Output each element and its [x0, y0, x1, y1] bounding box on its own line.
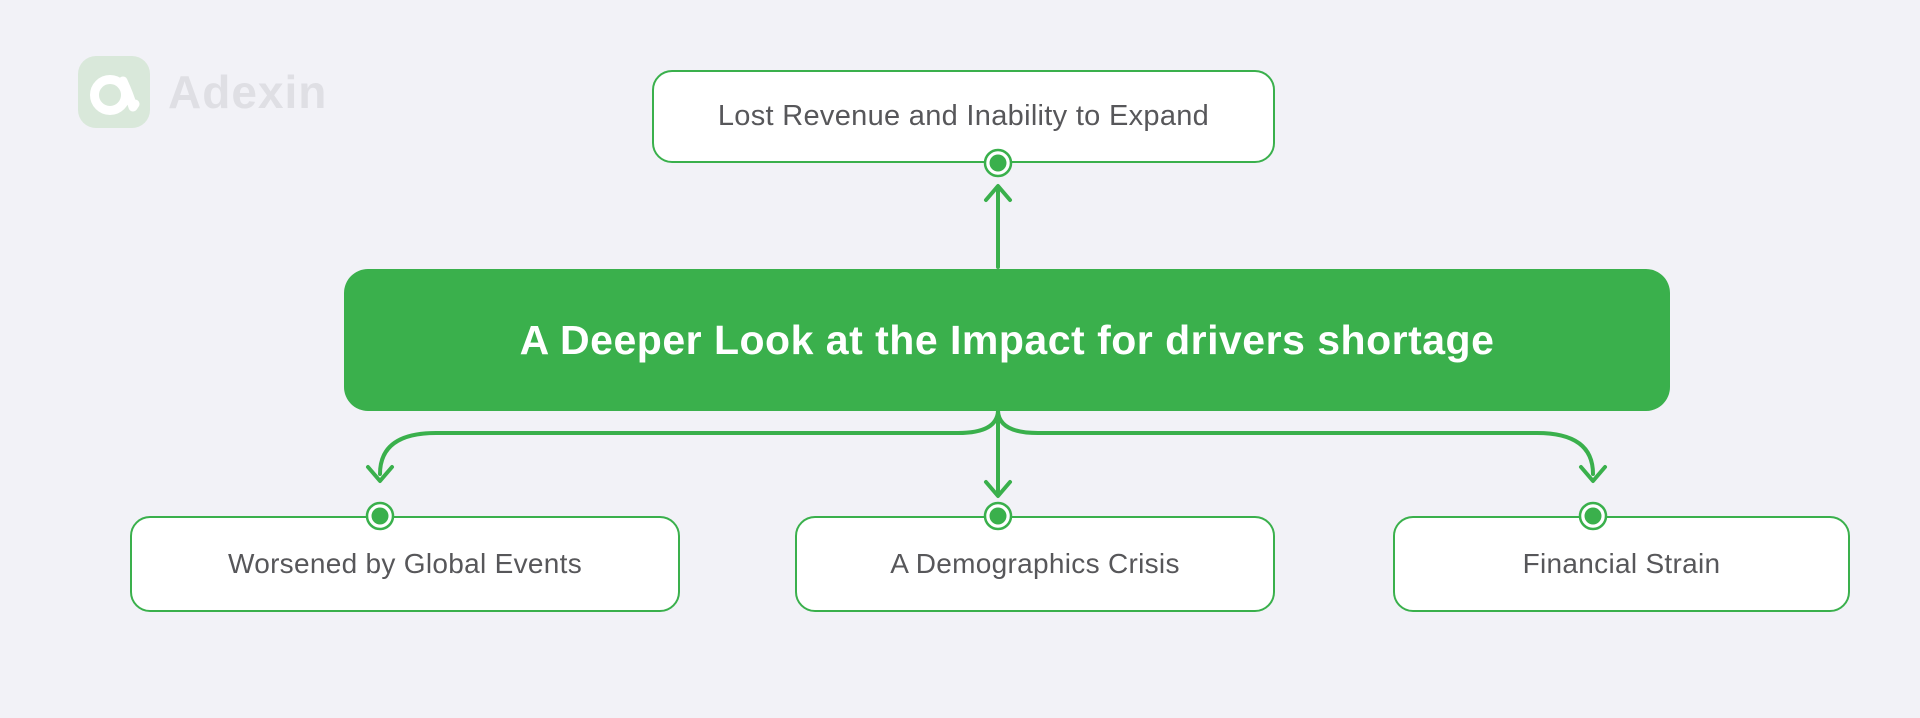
adexin-a-glyph	[90, 75, 140, 115]
node-demographics-crisis: A Demographics Crisis	[795, 516, 1275, 612]
node-label: Lost Revenue and Inability to Expand	[717, 100, 1210, 132]
brand-name: Adexin	[168, 66, 328, 118]
brand-logo: Adexin	[78, 56, 327, 128]
adexin-a-icon	[78, 56, 150, 128]
connector-middle-arrow	[984, 412, 1012, 498]
node-worsened-by-global-events: Worsened by Global Events	[130, 516, 680, 612]
node-label: Financial Strain	[1522, 548, 1721, 579]
node-financial-strain: Financial Strain	[1393, 516, 1850, 612]
connector-up-arrow	[984, 184, 1012, 269]
node-lost-revenue: Lost Revenue and Inability to Expand	[652, 70, 1275, 163]
title-label: A Deeper Look at the Impact for drivers …	[519, 316, 1495, 363]
node-label: A Demographics Crisis	[890, 548, 1180, 579]
title-box: A Deeper Look at the Impact for drivers …	[344, 269, 1670, 411]
connector-right-arrow	[996, 409, 1607, 483]
node-label: Worsened by Global Events	[227, 548, 583, 579]
connector-left-arrow	[366, 409, 1000, 483]
